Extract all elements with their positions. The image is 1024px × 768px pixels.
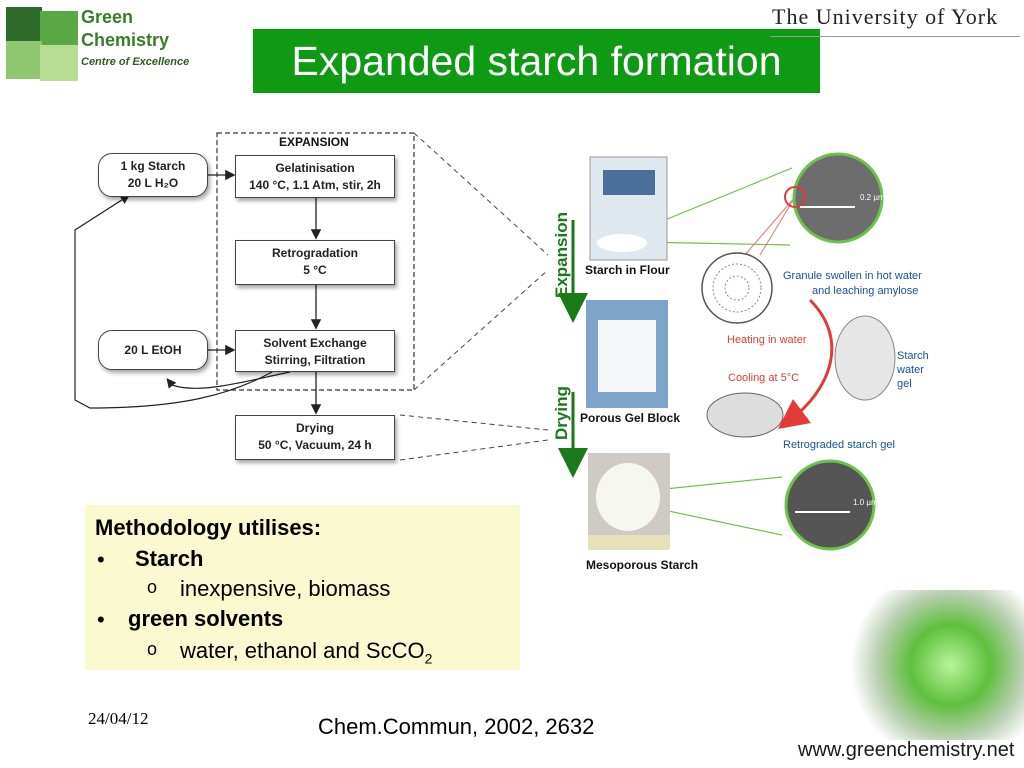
website-link[interactable]: www.greenchemistry.net <box>798 739 1015 761</box>
scale-bar-label-2: 1.0 µm <box>853 498 878 507</box>
granule-note: Granule swollen in hot water <box>783 270 922 282</box>
solvents-subscript: 2 <box>424 650 433 667</box>
scale-bar-label-1: 0.2 µm <box>860 193 885 202</box>
logo-line-green: Green <box>81 7 134 27</box>
gelatinisation-conditions: 140 °C, 1.1 Atm, stir, 2h <box>249 178 381 192</box>
starch-water-gel-note-1: Starch <box>897 350 929 362</box>
sub-bullet-solvents: water, ethanol and ScCO2 <box>180 638 432 666</box>
logo-line-chemistry: Chemistry <box>81 30 170 50</box>
retrogradation-box: Retrogradation 5 °C <box>235 240 395 285</box>
bullet-starch: Starch <box>135 546 204 571</box>
heating-note: Heating in water <box>727 334 807 346</box>
solvent-exchange-box: Solvent Exchange Stirring, Filtration <box>235 330 395 372</box>
mesoporous-label: Mesoporous Starch <box>586 558 699 572</box>
bullet-green-solvents: green solvents <box>128 606 284 631</box>
starch-water-gel-note-3: gel <box>897 378 912 390</box>
retrogradation-conditions: 5 °C <box>303 263 327 277</box>
solvents-text: water, ethanol and ScCO <box>180 638 425 663</box>
expansion-arrow-label: Expansion <box>552 212 571 298</box>
gel-block-label: Porous Gel Block <box>580 411 681 425</box>
gelatinisation-title: Gelatinisation <box>275 161 355 175</box>
slide-title: Expanded starch formation <box>253 29 820 93</box>
drying-conditions: 50 °C, Vacuum, 24 h <box>258 438 372 452</box>
flour-label: Starch in Flour <box>585 263 670 277</box>
methodology-box: Methodology utilises: • Starch o inexpen… <box>85 505 520 670</box>
starch-water-gel-note-2: water <box>897 364 924 376</box>
drying-arrow-label: Drying <box>552 386 571 440</box>
sub-bullet-icon-2: o <box>147 639 158 659</box>
start-materials-box: 1 kg Starch 20 L H₂O <box>98 153 208 197</box>
flask-decoration <box>840 590 1024 740</box>
drying-title: Drying <box>295 421 334 435</box>
sub-bullet-inexpensive: inexpensive, biomass <box>180 576 391 601</box>
drying-box: Drying 50 °C, Vacuum, 24 h <box>235 415 395 460</box>
divider <box>770 36 1020 37</box>
expansion-label: EXPANSION <box>279 135 349 149</box>
methodology-heading: Methodology utilises: <box>95 515 322 540</box>
bullet-dot-2: • <box>97 607 105 632</box>
ethanol-box: 20 L EtOH <box>98 330 208 370</box>
solvent-exchange-title: Solvent Exchange <box>263 336 367 350</box>
green-chemistry-logo <box>4 5 80 81</box>
solvent-exchange-conditions: Stirring, Filtration <box>264 353 366 367</box>
sub-bullet-icon-1: o <box>147 577 158 597</box>
retrogradation-title: Retrogradation <box>271 246 358 260</box>
bullet-dot-1: • <box>97 547 105 572</box>
granule-note-2: and leaching amylose <box>812 285 919 297</box>
gelatinisation-box: Gelatinisation 140 °C, 1.1 Atm, stir, 2h <box>235 155 395 198</box>
retrograded-note: Retrograded starch gel <box>783 439 895 451</box>
citation: Chem.Commun, 2002, 2632 <box>318 714 595 739</box>
logo-tagline: Centre of Excellence <box>81 56 190 68</box>
slide-date: 24/04/12 <box>88 709 149 728</box>
cooling-note: Cooling at 5°C <box>728 372 800 384</box>
university-logo: The University of York <box>772 4 999 29</box>
